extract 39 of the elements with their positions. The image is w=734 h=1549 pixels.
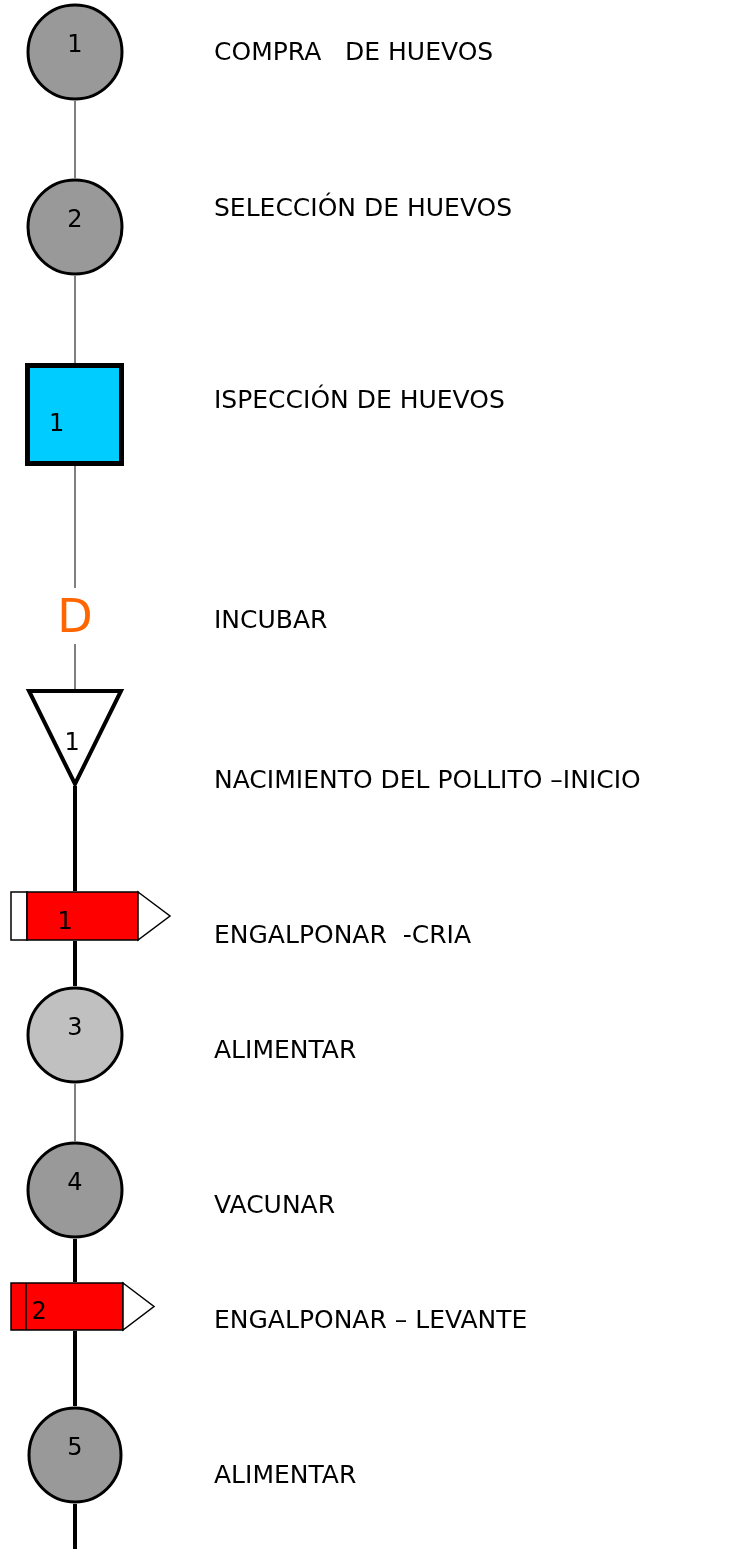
step-number: 1 xyxy=(64,727,80,758)
operation-circle xyxy=(27,1406,123,1504)
step-description: NACIMIENTO DEL POLLITO –INICIO xyxy=(214,765,641,795)
connector-line xyxy=(73,941,77,986)
step-number: 1 xyxy=(49,407,65,438)
step-number: 3 xyxy=(67,1012,83,1043)
transport-arrow xyxy=(10,891,172,941)
connector-line xyxy=(74,465,76,589)
step-description: ALIMENTAR xyxy=(214,1460,357,1490)
connector-line xyxy=(73,1239,77,1282)
connector-line xyxy=(74,100,76,179)
delay-letter: D xyxy=(56,590,94,642)
transport-arrow xyxy=(10,1282,156,1331)
step-description: INCUBAR xyxy=(214,605,328,635)
step-description: SELECCIÓN DE HUEVOS xyxy=(214,193,513,223)
operation-circle xyxy=(26,178,124,276)
storage-triangle xyxy=(27,689,123,786)
step-description: ENGALPONAR – LEVANTE xyxy=(214,1305,528,1335)
step-number: 1 xyxy=(67,29,83,60)
connector-line xyxy=(73,1331,77,1406)
inspection-square xyxy=(25,363,124,466)
connector-line xyxy=(74,275,76,364)
step-description: ALIMENTAR xyxy=(214,1035,357,1065)
connector-line xyxy=(74,643,76,690)
step-description: ENGALPONAR -CRIA xyxy=(214,920,472,950)
connector-line xyxy=(73,786,77,891)
connector-line xyxy=(74,1083,76,1142)
step-description: VACUNAR xyxy=(214,1190,336,1220)
operation-circle xyxy=(26,1141,124,1239)
step-description: ISPECCIÓN DE HUEVOS xyxy=(214,385,505,415)
step-number: 2 xyxy=(67,204,83,235)
step-description: COMPRA DE HUEVOS xyxy=(214,37,494,67)
step-number: 2 xyxy=(31,1296,47,1327)
connector-line xyxy=(73,1504,77,1549)
step-number: 1 xyxy=(57,906,73,936)
operation-circle xyxy=(26,3,124,101)
step-number: 5 xyxy=(67,1432,83,1463)
operation-circle xyxy=(26,986,124,1084)
step-number: 4 xyxy=(67,1167,83,1198)
